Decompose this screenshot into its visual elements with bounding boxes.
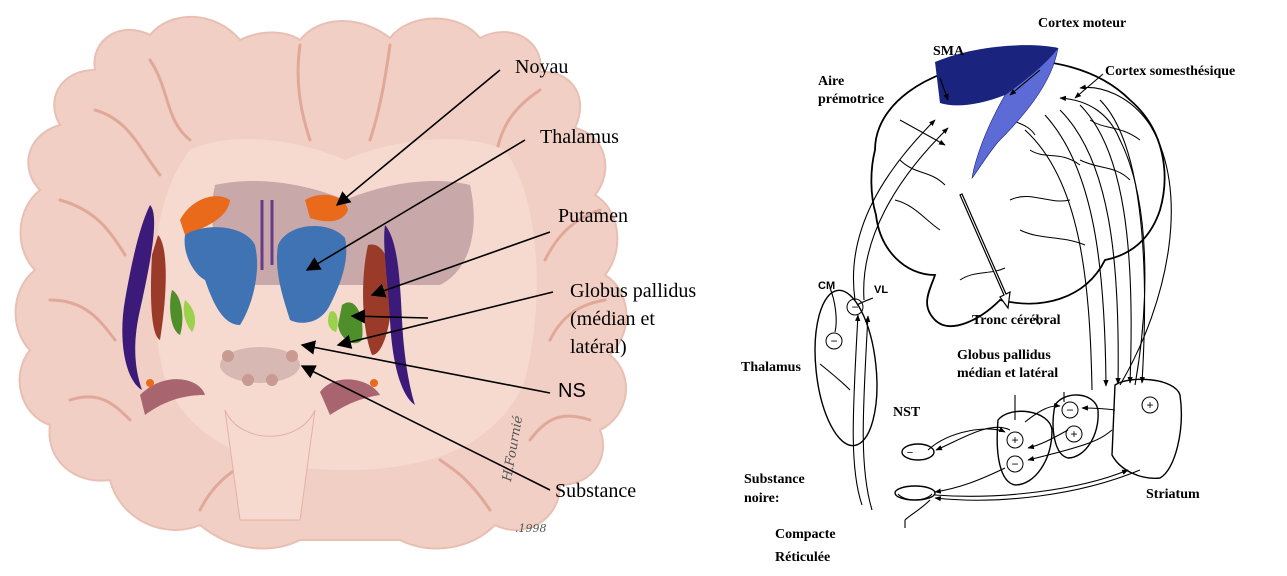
label-globus-pallidus-3: latéral) — [570, 336, 627, 359]
minus-sign: − — [1066, 403, 1073, 417]
plus-sign: + — [1011, 433, 1018, 447]
nucleus-dot — [286, 350, 298, 362]
gp-median-oval — [997, 411, 1052, 485]
amygdala-dot — [146, 379, 154, 387]
label-cortex-somesthesique: Cortex somesthésique — [1105, 64, 1235, 80]
label-globus-pallidus-right-1: Globus pallidus — [957, 348, 1051, 364]
label-thalamus-right: Thalamus — [741, 360, 801, 376]
minus-sign: − — [1011, 457, 1018, 471]
label-globus-pallidus-1: Globus pallidus — [570, 280, 696, 303]
label-aire-1: Aire — [818, 74, 844, 90]
minus-sign: − — [851, 300, 858, 314]
label-vl: VL — [874, 284, 888, 296]
amygdala-dot — [370, 379, 378, 387]
label-substance: Substance — [555, 480, 636, 503]
label-tronc-cerebral: Tronc cérébral — [972, 313, 1061, 329]
label-sma: SMA — [933, 44, 964, 60]
minus-sign: − — [830, 334, 837, 348]
label-putamen: Putamen — [558, 205, 628, 228]
coronal-brain-section — [16, 17, 627, 549]
label-striatum: Striatum — [1146, 487, 1200, 503]
plus-sign: + — [1146, 398, 1153, 412]
label-cm: CM — [818, 280, 835, 292]
minus-sign: − — [907, 447, 913, 459]
artist-signature-year: .1998 — [515, 522, 547, 535]
label-noyau: Noyau — [515, 56, 568, 79]
label-globus-pallidus-right-2: médian et latéral — [957, 366, 1058, 382]
motor-circuit-diagram: − − + + − − + − — [808, 45, 1181, 500]
nucleus-dot — [242, 374, 254, 386]
label-substance-noire-2: noire: — [744, 491, 780, 507]
plus-sign: + — [1070, 427, 1077, 441]
nucleus-dot — [222, 350, 234, 362]
label-reticulee: Réticulée — [775, 550, 830, 566]
substantia-nigra-oval — [895, 486, 935, 500]
label-nst: NST — [893, 405, 920, 421]
label-thalamus: Thalamus — [540, 126, 619, 149]
label-globus-pallidus-2: (médian et — [570, 308, 655, 331]
striatum-oval — [1112, 379, 1181, 478]
label-compacte: Compacte — [775, 527, 836, 543]
label-substance-noire-1: Substance — [744, 472, 805, 488]
nucleus-dot — [266, 374, 278, 386]
label-cortex-moteur: Cortex moteur — [1038, 16, 1126, 32]
label-ns: NS — [558, 380, 586, 403]
label-aire-2: prémotrice — [818, 92, 884, 108]
thalamus-oval — [808, 287, 884, 448]
